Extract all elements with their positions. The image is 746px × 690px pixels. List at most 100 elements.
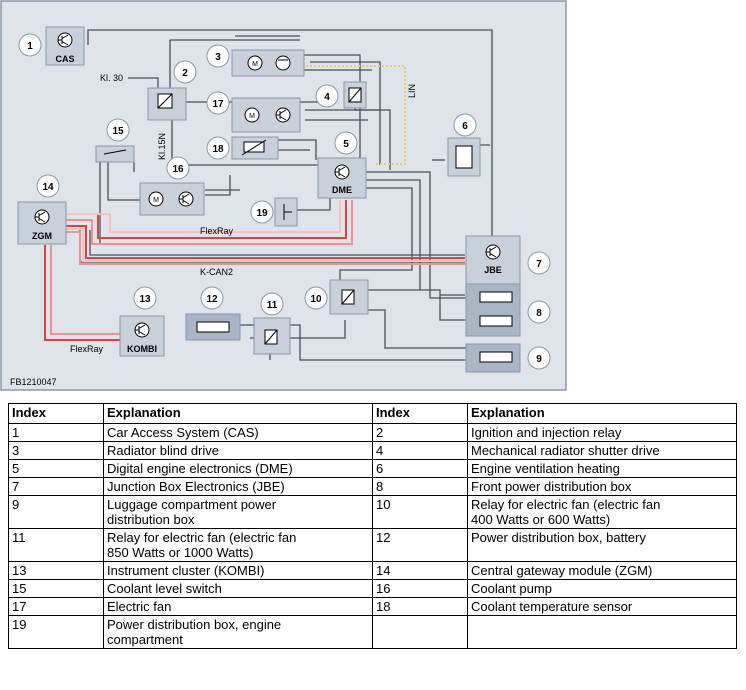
- callout-8: 8: [536, 308, 542, 319]
- jbe-label: JBE: [484, 265, 502, 275]
- cas-label: CAS: [55, 54, 74, 64]
- index-cell: 19: [8, 615, 104, 649]
- lin-bus: [302, 65, 406, 165]
- index-cell: 2: [372, 423, 468, 442]
- callout-18-circle: [206, 136, 230, 160]
- callout-9: 9: [536, 354, 542, 365]
- callout-1-circle: [18, 33, 42, 57]
- callout-15: 15: [112, 126, 124, 137]
- explanation-cell: Coolant pump: [467, 579, 737, 598]
- explanation-cell: Relay for electric fan (electric fan 850…: [103, 528, 373, 562]
- index-cell: 13: [8, 561, 104, 580]
- index-cell: 11: [8, 528, 104, 562]
- callout-11: 11: [267, 300, 278, 311]
- explanation-cell: Relay for electric fan (electric fan 400…: [467, 495, 737, 529]
- explanation-cell: [467, 615, 737, 649]
- callout-13-circle: [133, 286, 157, 310]
- index-cell: 6: [372, 459, 468, 478]
- explanation-cell: Digital engine electronics (DME): [103, 459, 373, 478]
- callout-16-circle: [166, 156, 190, 180]
- index-cell: 12: [372, 528, 468, 562]
- header-index-1: Index: [8, 403, 104, 424]
- dme-label: DME: [332, 185, 352, 195]
- index-cell: 18: [372, 597, 468, 616]
- callout-17: 17: [212, 99, 224, 110]
- callout-8-circle: [527, 300, 551, 324]
- callout-5-circle: [334, 131, 358, 155]
- callout-1: 1: [27, 41, 33, 52]
- callout-15-circle: [106, 118, 130, 142]
- explanation-cell: Mechanical radiator shutter drive: [467, 441, 737, 460]
- wiring-diagram: CAS M M DME M ZGM JBE: [0, 0, 567, 391]
- index-cell: 15: [8, 579, 104, 598]
- explanation-cell: Instrument cluster (KOMBI): [103, 561, 373, 580]
- callout-12: 12: [206, 294, 218, 305]
- header-index-2: Index: [372, 403, 468, 424]
- callout-2: 2: [182, 68, 188, 79]
- explanation-cell: Front power distribution box: [467, 477, 737, 496]
- svg-text:M: M: [153, 197, 159, 204]
- explanation-cell: Electric fan: [103, 597, 373, 616]
- kcan2-label: K-CAN2: [200, 267, 233, 277]
- flexray-upper-label: FlexRay: [200, 226, 234, 236]
- kl15n-label: Kl.15N: [157, 133, 167, 160]
- callout-19-circle: [250, 200, 274, 224]
- callout-12-circle: [200, 286, 224, 310]
- callout-11-circle: [260, 292, 284, 316]
- index-cell: 5: [8, 459, 104, 478]
- callout-13: 13: [139, 294, 151, 305]
- index-cell: 9: [8, 495, 104, 529]
- radiator-blind-drive: [231, 49, 305, 77]
- index-cell: 3: [8, 441, 104, 460]
- header-explanation-2: Explanation: [467, 403, 737, 424]
- explanation-cell: Coolant level switch: [103, 579, 373, 598]
- callout-18: 18: [212, 144, 224, 155]
- zgm-label: ZGM: [32, 231, 52, 241]
- figure-id: FB1210047: [10, 377, 57, 387]
- lin-label: LIN: [407, 84, 417, 98]
- explanation-cell: Power distribution box, engine compartme…: [103, 615, 373, 649]
- callout-4-circle: [315, 84, 339, 108]
- callout-6-circle: [453, 113, 477, 137]
- explanation-cell: Junction Box Electronics (JBE): [103, 477, 373, 496]
- callout-19: 19: [256, 208, 268, 219]
- callout-10-circle: [304, 286, 328, 310]
- callout-2-circle: [173, 60, 197, 84]
- svg-text:M: M: [249, 113, 255, 120]
- index-cell: 7: [8, 477, 104, 496]
- svg-text:M: M: [252, 61, 258, 68]
- explanation-cell: Ignition and injection relay: [467, 423, 737, 442]
- callout-3-circle: [206, 44, 230, 68]
- callout-17-circle: [206, 91, 230, 115]
- flexray-lower-label: FlexRay: [70, 344, 104, 354]
- callout-9-circle: [527, 346, 551, 370]
- index-cell: [372, 615, 468, 649]
- bus-lines: [44, 200, 465, 341]
- callout-6: 6: [462, 121, 468, 132]
- callout-14-circle: [36, 174, 60, 198]
- index-cell: 10: [372, 495, 468, 529]
- callout-14: 14: [42, 182, 54, 193]
- index-cell: 1: [8, 423, 104, 442]
- explanation-cell: Engine ventilation heating: [467, 459, 737, 478]
- callout-10: 10: [310, 294, 322, 305]
- callout-7: 7: [536, 259, 542, 270]
- explanation-cell: Power distribution box, battery: [467, 528, 737, 562]
- index-cell: 8: [372, 477, 468, 496]
- callout-5: 5: [343, 139, 349, 150]
- callout-7-circle: [527, 251, 551, 275]
- kl30-label: Kl. 30: [100, 73, 123, 83]
- explanation-cell: Central gateway module (ZGM): [467, 561, 737, 580]
- index-cell: 17: [8, 597, 104, 616]
- explanation-cell: Luggage compartment power distribution b…: [103, 495, 373, 529]
